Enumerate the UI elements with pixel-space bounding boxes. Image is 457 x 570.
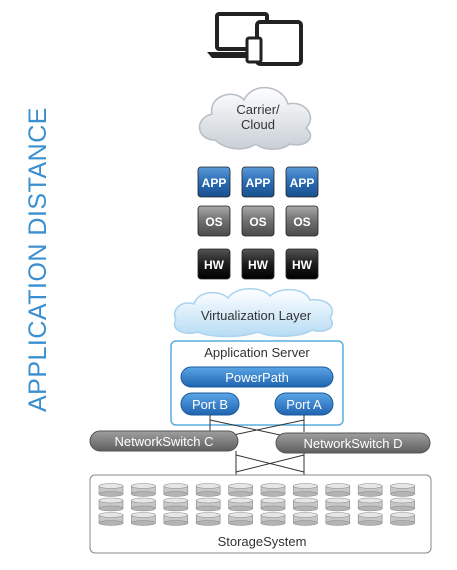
disk-drive (131, 497, 156, 512)
app-block (197, 166, 231, 198)
vm-stack: APP APP APP OS OS OS HW HW HW (197, 166, 319, 280)
virtualization-layer: Virtualization Layer (173, 288, 333, 338)
port-b-label: Port B (192, 397, 228, 412)
disk-drive (357, 483, 383, 497)
network-switch-d-label: NetworkSwitch D (304, 436, 403, 451)
app-block (241, 166, 275, 198)
disk-drive (260, 497, 286, 512)
carrier-cloud: Carrier/ Cloud (198, 86, 312, 150)
port-a-label: Port A (286, 397, 322, 412)
disk-drive (390, 512, 415, 526)
disk-drive (228, 483, 253, 497)
os-block (197, 205, 231, 237)
disk-drive (293, 497, 318, 512)
os-block-label: OS (293, 215, 310, 229)
virtualization-label: Virtualization Layer (201, 308, 312, 323)
disk-drive (195, 497, 221, 512)
disk-drive (325, 483, 351, 497)
disk-drive (228, 497, 253, 512)
disk-drive (293, 483, 318, 497)
disk-drive (195, 512, 221, 526)
disk-drive (163, 483, 189, 497)
disk-drive (195, 483, 221, 497)
disk-drive (260, 512, 286, 526)
disk-drive (390, 497, 415, 512)
hw-block-label: HW (292, 258, 313, 272)
storage-system: StorageSystem (89, 474, 432, 554)
cloud-label-line2: Cloud (241, 117, 275, 132)
disk-drive (131, 512, 156, 526)
cloud-label-line1: Carrier/ (236, 102, 280, 117)
hw-block-label: HW (248, 258, 269, 272)
os-block (285, 205, 319, 237)
os-block-label: OS (205, 215, 222, 229)
app-block (285, 166, 319, 198)
powerpath-pill (180, 366, 334, 388)
network-switch-d: NetworkSwitch D (275, 432, 431, 454)
application-server: Application Server PowerPath Port B Port… (170, 340, 344, 426)
disk-drive (228, 512, 253, 526)
storage-label: StorageSystem (218, 534, 307, 549)
disk-drive (163, 512, 189, 526)
disk-drive (357, 497, 383, 512)
powerpath-label: PowerPath (225, 370, 289, 385)
disk-drive (325, 512, 351, 526)
hw-block (285, 248, 319, 280)
disk-drive (163, 497, 189, 512)
disk-drive (325, 497, 351, 512)
app-block-label: APP (246, 176, 271, 190)
disk-drive (131, 483, 156, 497)
hw-block-label: HW (204, 258, 225, 272)
disk-drive (98, 497, 124, 512)
disk-drive (357, 512, 383, 526)
disk-array (98, 483, 415, 526)
network-switch-c-label: NetworkSwitch C (115, 434, 214, 449)
disk-drive (98, 483, 124, 497)
disk-drive (98, 512, 124, 526)
app-server-title: Application Server (204, 345, 310, 360)
hw-block (197, 248, 231, 280)
side-label: APPLICATION DISTANCE (24, 107, 52, 412)
disk-drive (390, 483, 415, 497)
os-block-label: OS (249, 215, 266, 229)
disk-drive (293, 512, 318, 526)
app-block-label: APP (202, 176, 227, 190)
hw-block (241, 248, 275, 280)
devices-icon (207, 12, 303, 66)
app-block-label: APP (290, 176, 315, 190)
os-block (241, 205, 275, 237)
disk-drive (260, 483, 286, 497)
network-switch-c: NetworkSwitch C (89, 430, 239, 452)
